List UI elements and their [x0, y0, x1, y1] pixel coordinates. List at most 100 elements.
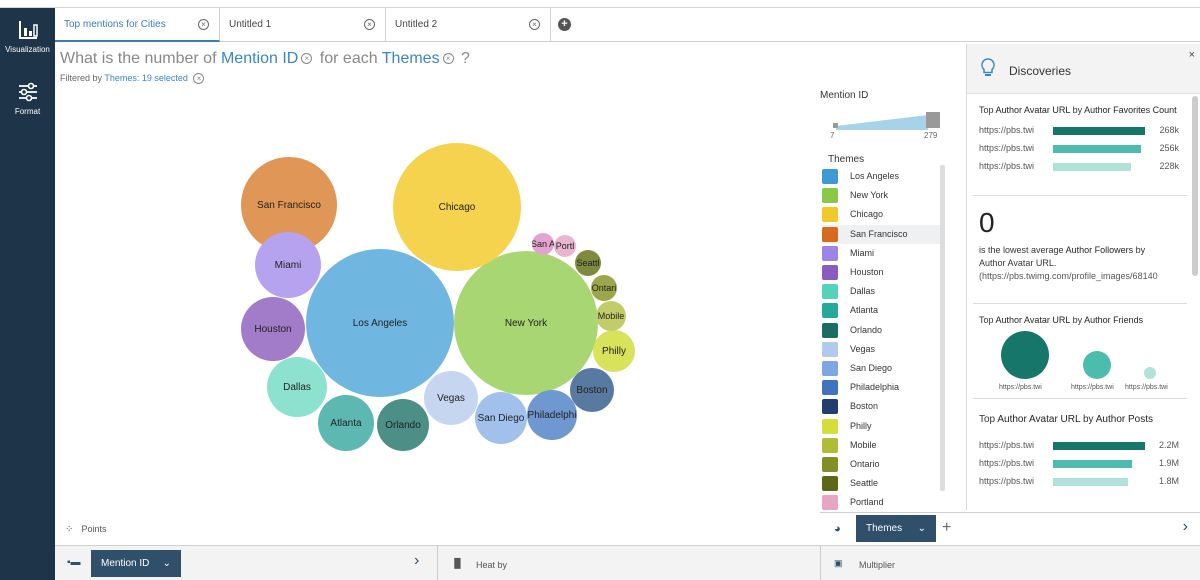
bottom-bar: ▪▬ Mention ID ⌄ › ▐▌ Heat by ▣ Multiplie…	[55, 545, 1200, 580]
add-field-icon[interactable]: +	[942, 519, 952, 536]
size-icon: ▪▬	[67, 557, 81, 568]
multiplier-icon: ▣	[834, 558, 843, 568]
legend-item[interactable]: Philadelphia	[822, 378, 942, 397]
bubble-chicago[interactable]: Chicago	[393, 143, 521, 271]
filter-value[interactable]: Themes: 19 selected	[104, 73, 188, 83]
bubble-new-york[interactable]: New York	[454, 251, 598, 395]
legend-label: Boston	[850, 401, 879, 412]
legend-item[interactable]: Miami	[822, 244, 942, 263]
bubble-houston[interactable]: Houston	[241, 297, 305, 361]
legend-item[interactable]: Ontario	[822, 455, 942, 474]
legend-item[interactable]: Chicago	[822, 205, 942, 224]
bubble-dallas[interactable]: Dallas	[267, 357, 327, 417]
legend-label: Seattle	[850, 478, 879, 489]
format-button[interactable]: Format	[0, 80, 55, 116]
discovery-card-friends[interactable]: Top Author Avatar URL by Author Friends …	[973, 309, 1187, 399]
legend-item[interactable]: Seattle	[822, 474, 942, 493]
tab-label: Untitled 2	[395, 19, 438, 30]
bar	[1053, 145, 1141, 153]
bubble-seattl[interactable]: Seattl	[575, 250, 601, 276]
discovery-card-followers[interactable]: 0 is the lowest average Author Followers…	[973, 201, 1187, 304]
discoveries-scrollbar[interactable]	[1192, 96, 1198, 276]
legend-item[interactable]: Los Angeles	[822, 167, 942, 186]
close-panel-icon[interactable]: ×	[1188, 49, 1195, 61]
bubble-mobile[interactable]: Mobile	[596, 301, 626, 331]
color-field-bar: ◕ Themes ⌄ + ›	[820, 512, 1200, 545]
close-tab-icon[interactable]: ×	[198, 19, 209, 30]
mention-id-field-button[interactable]: Mention ID ⌄	[91, 550, 181, 577]
bubble-miami[interactable]: Miami	[255, 232, 321, 298]
legend-item[interactable]: Orlando	[822, 321, 942, 340]
legend-item[interactable]: Vegas	[822, 340, 942, 359]
chevron-right-icon[interactable]: ›	[414, 552, 420, 569]
tab-top-mentions[interactable]: Top mentions for Cities ×	[55, 8, 220, 42]
bubble-san-a[interactable]: San A	[532, 233, 554, 255]
bubble-portl[interactable]: Portl	[554, 235, 576, 257]
chevron-down-icon: ⌄	[917, 523, 926, 534]
dimension-token[interactable]: Themes	[381, 50, 440, 67]
close-tab-icon[interactable]: ×	[529, 19, 540, 30]
bubble-philly[interactable]: Philly	[593, 330, 635, 372]
legend-swatch	[822, 418, 838, 434]
bubble-philadelphi[interactable]: Philadelphi	[527, 390, 577, 440]
multiplier-label[interactable]: Multiplier	[859, 560, 896, 570]
tab-untitled-2[interactable]: Untitled 2 ×	[386, 8, 551, 42]
close-tab-icon[interactable]: ×	[364, 19, 375, 30]
discovery-card-favorites[interactable]: Top Author Avatar URL by Author Favorite…	[973, 99, 1187, 196]
chevron-right-icon[interactable]: ›	[1182, 518, 1188, 535]
themes-field-button[interactable]: Themes ⌄	[856, 515, 936, 542]
add-tab-icon[interactable]: +	[558, 18, 571, 31]
points-control[interactable]: ⁘ Points	[65, 524, 107, 535]
legend-label: Orlando	[850, 324, 883, 335]
visualization-button[interactable]: Visualization	[0, 18, 55, 54]
bar-value: 1.9M	[1158, 458, 1179, 468]
sliders-icon	[18, 82, 37, 102]
heat-by-label[interactable]: Heat by	[476, 560, 508, 570]
legend-item[interactable]: Houston	[822, 263, 942, 282]
legend-swatch	[822, 284, 838, 300]
legend-swatch	[822, 457, 838, 472]
bar-label: https://pbs.twi	[979, 458, 1035, 468]
legend-item[interactable]: Philly	[822, 417, 942, 436]
card-title: Top Author Avatar URL by Author Posts	[979, 414, 1154, 425]
remove-dimension-icon[interactable]: ×	[442, 53, 454, 65]
remove-filter-icon[interactable]: ×	[193, 73, 205, 85]
bubble-vegas[interactable]: Vegas	[424, 371, 478, 425]
points-icon: ⁘	[65, 524, 74, 535]
discovery-number: 0	[979, 207, 995, 238]
remove-measure-icon[interactable]: ×	[301, 53, 313, 65]
bar-label: https://pbs.twi	[979, 143, 1035, 153]
legend-item[interactable]: Mobile	[822, 436, 942, 455]
legend-item[interactable]: Boston	[822, 397, 942, 416]
bar-row[interactable]: https://pbs.twi 1.9M	[979, 458, 1179, 470]
measure-token[interactable]: Mention ID	[220, 50, 299, 67]
legend-swatch	[822, 188, 838, 204]
bubble-atlanta[interactable]: Atlanta	[318, 395, 374, 451]
legend-item[interactable]: Dallas	[822, 282, 942, 301]
legend-scrollbar[interactable]	[940, 165, 945, 491]
tab-untitled-1[interactable]: Untitled 1 ×	[220, 8, 386, 42]
legend-item[interactable]: San Diego	[822, 359, 942, 378]
bubble-ontari[interactable]: Ontari	[591, 275, 617, 301]
card-line-2: Author Avatar URL.	[979, 258, 1057, 268]
chevron-down-icon: ⌄	[162, 558, 171, 569]
legend-label: Portland	[850, 497, 884, 508]
bubble-boston[interactable]: Boston	[570, 368, 614, 412]
legend-swatch	[822, 495, 838, 511]
palette-icon[interactable]: ◕	[834, 523, 841, 535]
legend-item[interactable]: San Francisco	[822, 224, 942, 244]
legend-item[interactable]: Atlanta	[822, 301, 942, 320]
bubble-los-angeles[interactable]: Los Angeles	[306, 249, 454, 397]
bubble-orlando[interactable]: Orlando	[377, 399, 429, 451]
legend-label: Vegas	[850, 343, 876, 354]
legend-item[interactable]: Portland	[822, 493, 942, 512]
bubble-san-diego[interactable]: San Diego	[475, 392, 527, 444]
legend-item[interactable]: New York	[822, 186, 942, 205]
discovery-card-posts[interactable]: Top Author Avatar URL by Author Posts ht…	[973, 409, 1187, 509]
